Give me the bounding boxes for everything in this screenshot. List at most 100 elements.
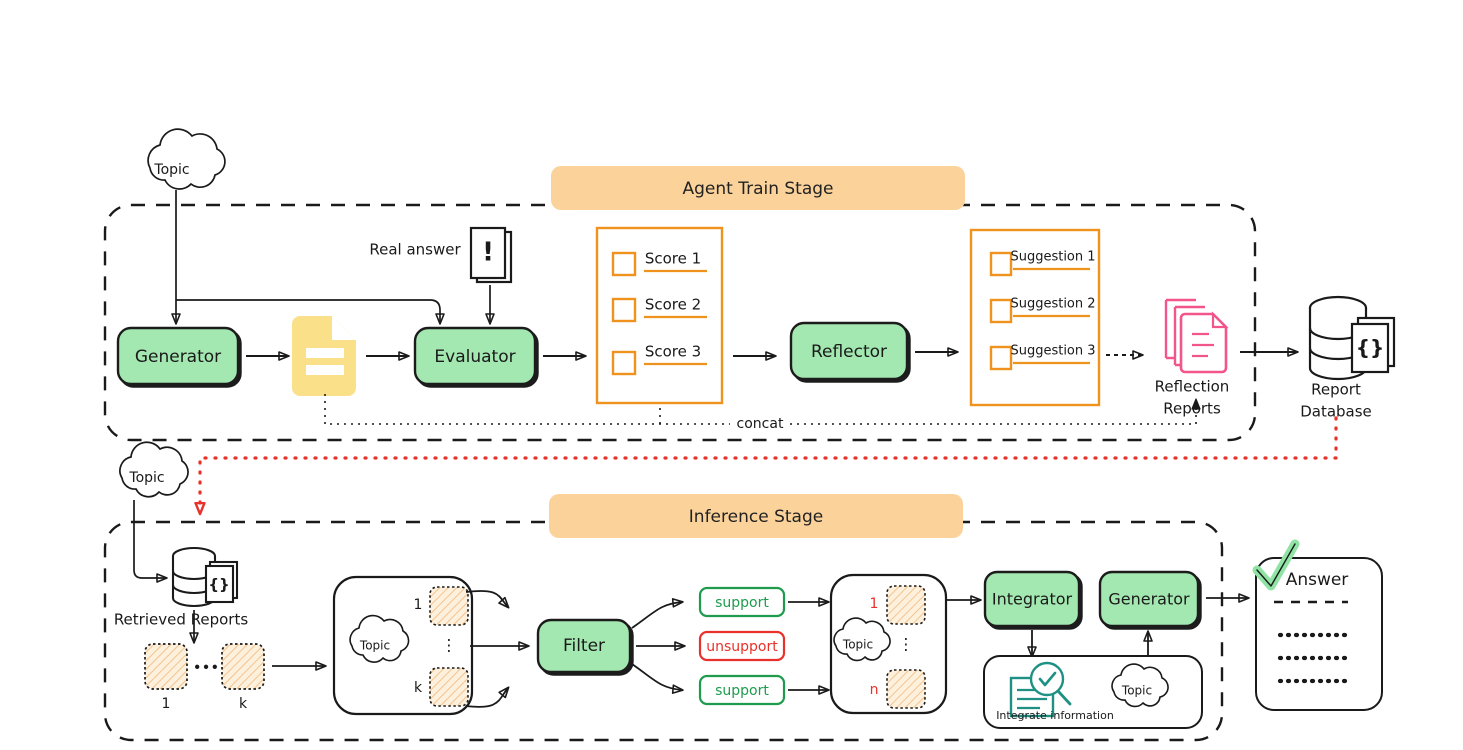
right-cluster-index-top: 1 xyxy=(870,596,879,612)
retrieved-ellipsis: ••• xyxy=(193,659,220,677)
train-evaluator-node[interactable]: Evaluator xyxy=(413,326,537,386)
train-topic-cloud-label: Topic xyxy=(153,162,189,178)
filter-output-unsupport[interactable]: unsupport xyxy=(698,630,786,662)
unsupport-label: unsupport xyxy=(706,639,778,655)
cluster-to-filter-curve-top xyxy=(465,590,510,609)
suggestion-label-2: Suggestion 2 xyxy=(1010,297,1095,312)
real-answer-exclamation: ! xyxy=(482,238,494,268)
filter-label: Filter xyxy=(563,636,605,656)
train-stage-banner xyxy=(551,166,965,210)
right-cluster-chip-1 xyxy=(886,585,926,625)
suggestion-item[interactable]: Suggestion 2 xyxy=(989,297,1096,324)
concat-line-from-doc xyxy=(324,394,730,425)
left-cluster-chip-1 xyxy=(429,586,469,626)
inference-generator-label: Generator xyxy=(1108,590,1190,609)
train-evaluator-label: Evaluator xyxy=(434,347,515,367)
real-answer-doc-icon: ! xyxy=(469,226,513,284)
right-cluster-chip-n xyxy=(886,669,926,709)
reflection-reports-icon xyxy=(1164,298,1229,374)
real-answer-label: Real answer xyxy=(369,241,461,259)
retrieved-report-chip: 1 xyxy=(144,643,188,712)
train-generator-node[interactable]: Generator xyxy=(116,326,240,386)
retrieved-reports-label: Retrieved Reports xyxy=(114,611,249,629)
concat-line-to-reflection xyxy=(790,398,1201,425)
integrate-topic-cloud: Topic xyxy=(1111,663,1169,708)
inference-database-icon: {} xyxy=(171,546,239,608)
train-topic-cloud: Topic xyxy=(147,128,226,190)
agent-train-stage: Agent Train Stage Topic Generator Real a… xyxy=(103,128,1396,442)
suggestion-label-3: Suggestion 3 xyxy=(1010,344,1095,359)
right-cluster-ellipsis: ⋮ xyxy=(898,635,914,654)
suggestion-item[interactable]: Suggestion 3 xyxy=(989,344,1096,371)
integrate-information-icon xyxy=(1009,661,1072,718)
inference-topic-cloud-label: Topic xyxy=(128,470,164,486)
right-cluster-topic-cloud: Topic xyxy=(833,617,891,662)
inference-database-brace-glyph: {} xyxy=(208,576,229,594)
report-database-icon: {} xyxy=(1308,295,1396,381)
score-item[interactable]: Score 3 xyxy=(611,343,707,376)
left-cluster-index-top: 1 xyxy=(414,597,423,613)
score-checkbox-1[interactable] xyxy=(611,251,637,277)
answer-title: Answer xyxy=(1286,570,1349,590)
left-cluster-topic-label: Topic xyxy=(359,639,390,653)
database-feedback-path xyxy=(200,416,1338,512)
integrate-topic-cloud-label: Topic xyxy=(1121,684,1152,698)
score-item[interactable]: Score 2 xyxy=(611,296,707,323)
score-checkbox-3[interactable] xyxy=(611,350,637,376)
inference-stage-banner xyxy=(549,494,963,538)
right-cluster-index-bottom: n xyxy=(870,682,879,698)
filter-node[interactable]: Filter xyxy=(536,618,632,674)
suggestion-checkbox-2[interactable] xyxy=(989,298,1013,324)
support-label-1: support xyxy=(715,595,769,611)
suggestion-label-1: Suggestion 1 xyxy=(1010,250,1095,265)
left-cluster-index-bottom: k xyxy=(414,680,423,696)
reflection-reports-label-line1: Reflection xyxy=(1155,378,1230,396)
report-database-label-line2: Database xyxy=(1300,403,1372,421)
inference-stage-banner-label: Inference Stage xyxy=(689,507,823,527)
topic-to-evaluator-arrow xyxy=(176,299,445,325)
support-label-2: support xyxy=(715,683,769,699)
train-stage-banner-label: Agent Train Stage xyxy=(682,179,833,199)
score-label-1: Score 1 xyxy=(645,250,701,268)
retrieved-chip-index-1: 1 xyxy=(162,696,171,712)
generated-report-doc-icon xyxy=(292,316,356,396)
filter-output-support-1[interactable]: support xyxy=(698,586,786,618)
right-cluster-topic-label: Topic xyxy=(842,638,873,652)
reflection-reports-label-line2: Reports xyxy=(1163,400,1221,418)
score-checkbox-2[interactable] xyxy=(611,297,637,323)
inference-topic-cloud: Topic xyxy=(119,441,189,498)
integrator-node[interactable]: Integrator xyxy=(983,570,1081,628)
integrator-label: Integrator xyxy=(992,590,1073,609)
suggestion-checkbox-3[interactable] xyxy=(989,345,1013,371)
train-stage-boundary xyxy=(103,203,1257,442)
suggestion-checkbox-1[interactable] xyxy=(989,251,1013,277)
left-cluster-chip-k xyxy=(429,667,469,707)
suggestion-item[interactable]: Suggestion 1 xyxy=(989,250,1096,277)
cluster-to-filter-curve-bottom xyxy=(465,686,510,708)
retrieved-chip-index-k: k xyxy=(239,696,248,712)
train-reflector-label: Reflector xyxy=(811,342,887,362)
integrate-information-box: Integrate information Topic xyxy=(983,655,1203,729)
inference-stage: Inference Stage Topic {} Retrieved Repor… xyxy=(103,441,1250,742)
score-item[interactable]: Score 1 xyxy=(611,250,707,277)
score-label-3: Score 3 xyxy=(645,343,701,361)
inference-generator-node[interactable]: Generator xyxy=(1098,570,1200,628)
report-database-label-line1: Report xyxy=(1311,381,1361,399)
filter-to-support1-curve xyxy=(631,598,684,629)
answer-card: Answer xyxy=(1252,539,1383,711)
train-generator-label: Generator xyxy=(135,347,221,367)
suggestion-panel: Suggestion 1 Suggestion 2 Suggestion 3 xyxy=(969,228,1101,407)
left-cluster-ellipsis: ⋮ xyxy=(441,636,457,655)
filter-output-support-2[interactable]: support xyxy=(698,674,786,706)
concat-label: concat xyxy=(737,416,784,432)
train-reflector-node[interactable]: Reflector xyxy=(789,321,909,381)
inference-topic-to-database-arrow xyxy=(133,500,168,583)
integrate-information-label: Integrate information xyxy=(996,709,1114,722)
left-topic-cluster: Topic 1 ⋮ k xyxy=(332,575,474,716)
score-label-2: Score 2 xyxy=(645,296,701,314)
retrieved-report-chip: k xyxy=(221,643,265,712)
left-cluster-topic-cloud: Topic xyxy=(349,614,410,663)
score-panel: Score 1 Score 2 Score 3 xyxy=(595,226,724,405)
